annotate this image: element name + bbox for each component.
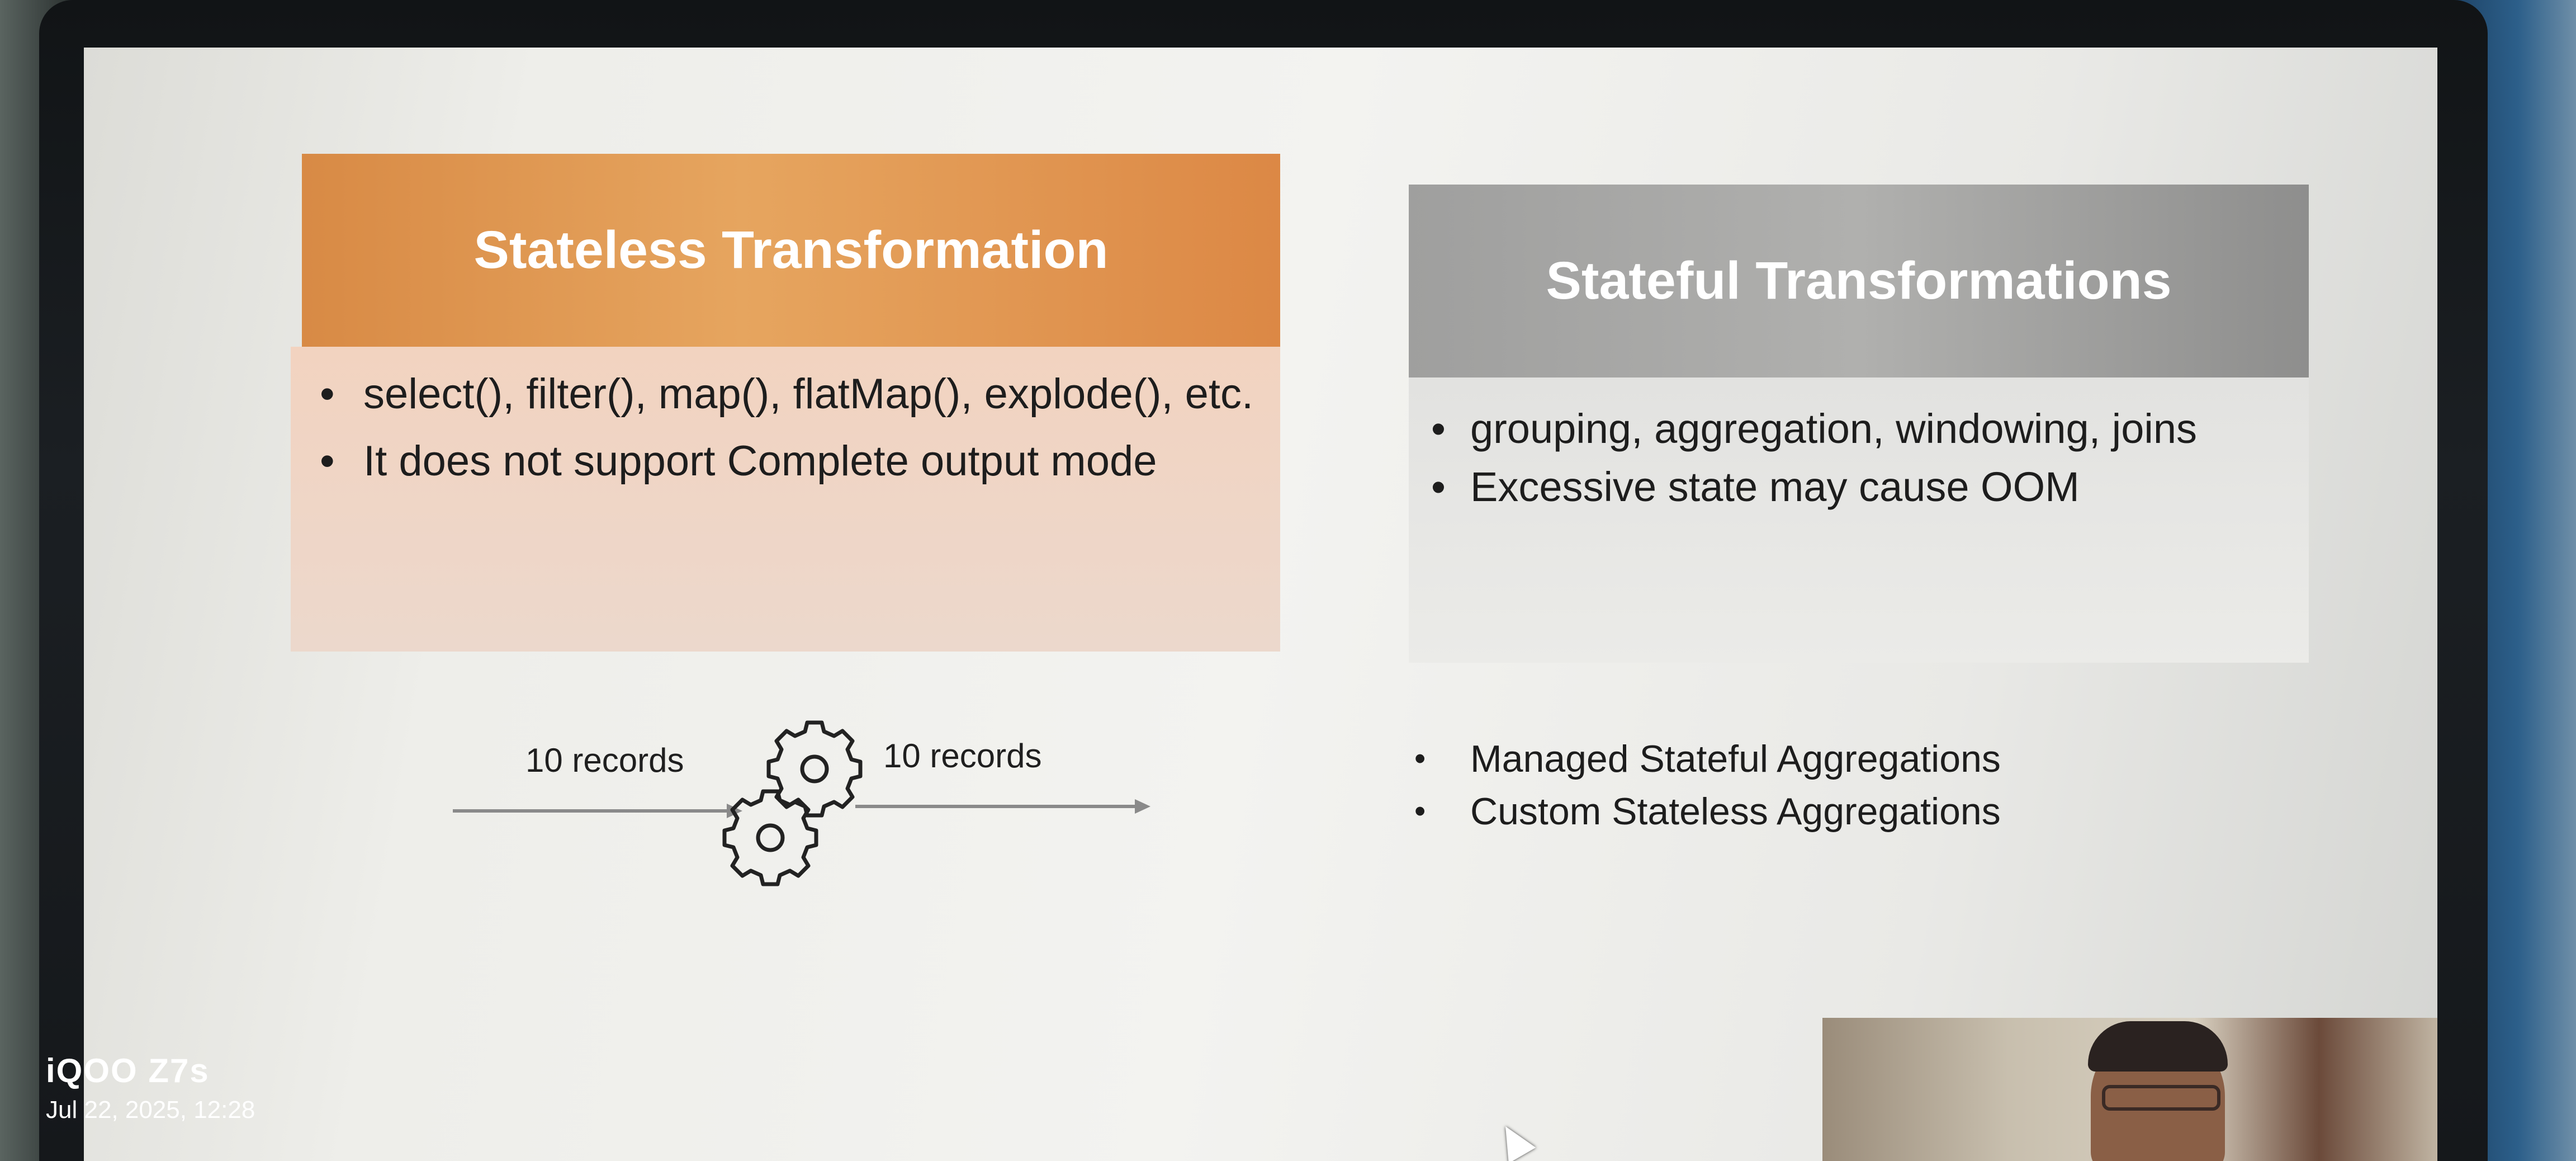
aggregation-item: Custom Stateless Aggregations <box>1409 785 2001 838</box>
presentation-slide: Stateless Transformation select(), filte… <box>84 48 2437 1161</box>
stateless-card-body: select(), filter(), map(), flatMap(), ex… <box>291 347 1280 652</box>
output-records-label: 10 records <box>883 737 1042 775</box>
stateless-bullet-list: select(), filter(), map(), flatMap(), ex… <box>291 347 1280 487</box>
camera-watermark-datetime: Jul 22, 2025, 12:28 <box>46 1096 255 1124</box>
stateful-title-text: Stateful Transformations <box>1546 251 2172 310</box>
presenter-glasses <box>2102 1085 2220 1111</box>
stateful-bullet: Excessive state may cause OOM <box>1409 458 2309 516</box>
stateless-flow-diagram <box>453 720 1150 886</box>
output-arrow <box>855 799 1150 814</box>
stateless-card-title: Stateless Transformation <box>302 154 1280 347</box>
stateless-title-text: Stateless Transformation <box>473 220 1109 280</box>
stateful-bullet: grouping, aggregation, windowing, joins <box>1409 400 2309 458</box>
input-arrow <box>453 804 742 818</box>
gears-icon <box>722 720 863 886</box>
aggregation-types-list: Managed Stateful Aggregations Custom Sta… <box>1409 733 2001 838</box>
aggregation-item: Managed Stateful Aggregations <box>1409 733 2001 785</box>
stateless-bullet: select(), filter(), map(), flatMap(), ex… <box>291 369 1280 419</box>
camera-watermark-brand: iQOO Z7s <box>46 1052 210 1089</box>
stateful-bullet-list: grouping, aggregation, windowing, joins … <box>1409 377 2309 516</box>
input-records-label: 10 records <box>525 742 684 779</box>
stateless-bullet: It does not support Complete output mode <box>291 436 1280 487</box>
stateful-card-title: Stateful Transformations <box>1409 185 2309 377</box>
stateful-card-body: grouping, aggregation, windowing, joins … <box>1409 377 2309 663</box>
presenter-hair <box>2088 1021 2228 1072</box>
presenter-webcam-video <box>1822 1018 2437 1161</box>
